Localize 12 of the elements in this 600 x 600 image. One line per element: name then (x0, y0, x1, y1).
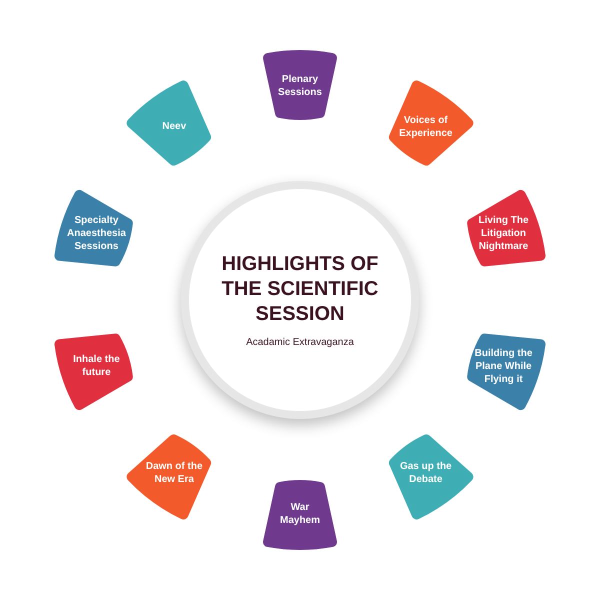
petal-label: Neev (161, 120, 188, 134)
petal-label: Plenary Sessions (277, 73, 323, 100)
petal-label: Living The Litigation Nightmare (478, 214, 530, 254)
petal-label: Inhale the future (72, 353, 121, 380)
petal-label: Dawn of the New Era (144, 460, 204, 488)
petal-label: Voices of Experience (398, 114, 454, 141)
petal-label: Building the Plane While Flying it (474, 346, 534, 387)
petal-label: Gas up the Debate (398, 460, 453, 488)
center-subtitle: Acadamic Extravaganza (246, 337, 354, 348)
center-title: HIGHLIGHTS OF THE SCIENTIFIC SESSION (220, 252, 380, 327)
petal-label: War Mayhem (278, 501, 321, 528)
petal-label: Specialty Anaesthesia Sessions (66, 214, 126, 254)
